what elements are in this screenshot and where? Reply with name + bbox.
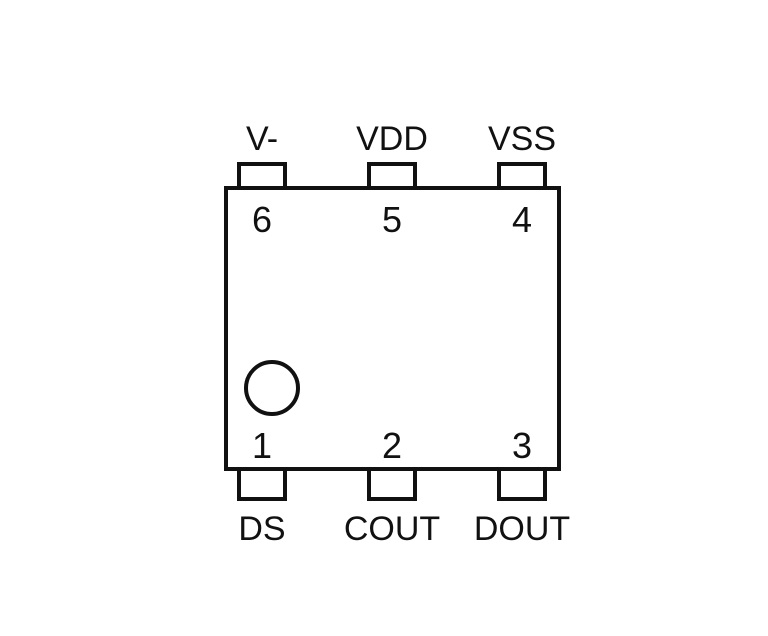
pin-5: 5 VDD [356, 120, 428, 240]
pin-3-lead [497, 467, 547, 501]
pin-6-lead [237, 162, 287, 190]
pin-1-name: DS [238, 510, 285, 548]
pin-6: 6 V- [237, 120, 287, 240]
pin-5-number: 5 [382, 199, 402, 240]
package-body [224, 186, 561, 471]
pin-6-name: V- [246, 120, 278, 158]
pin-2-number: 2 [382, 425, 402, 466]
pin-1-number: 1 [252, 425, 272, 466]
pin-4-number: 4 [512, 199, 532, 240]
pin-5-lead [367, 162, 417, 190]
pin-2-name: COUT [344, 510, 440, 548]
pin-1: 1DS [237, 425, 287, 548]
pin-2-lead [367, 467, 417, 501]
pin-1-lead [237, 467, 287, 501]
pin-6-number: 6 [252, 199, 272, 240]
pin-4-lead [497, 162, 547, 190]
pin-4: 4 VSS [488, 120, 556, 240]
pin-3-number: 3 [512, 425, 532, 466]
pin-4-name: VSS [488, 120, 556, 158]
pin-5-name: VDD [356, 120, 428, 158]
pin-3-name: DOUT [474, 510, 570, 548]
pin1-marker-circle [244, 360, 300, 416]
